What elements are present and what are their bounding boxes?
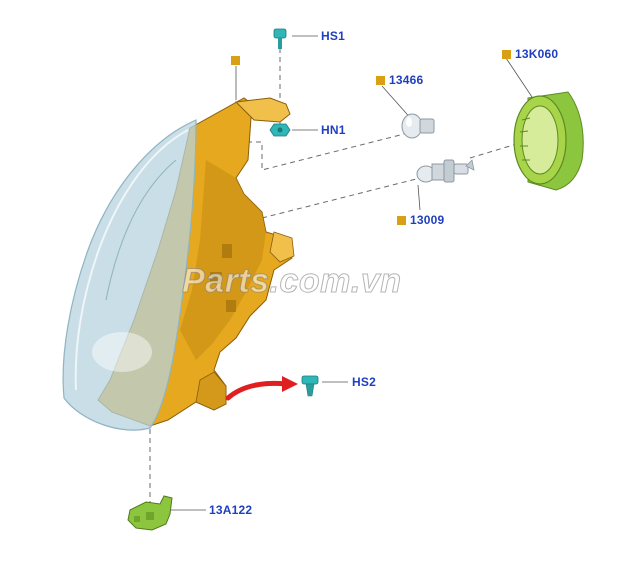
callout-marker — [376, 75, 385, 85]
housing-top-tab — [234, 97, 291, 123]
13k060-ring-graphic — [513, 91, 584, 191]
13009-bulb-graphic — [416, 159, 475, 183]
13466-label-text: 13466 — [389, 73, 424, 87]
13a122-label[interactable]: 13A122 — [209, 503, 252, 517]
callout-marker — [502, 49, 511, 59]
housing-rib — [226, 300, 236, 312]
hn1-nut-graphic — [269, 123, 291, 137]
callout-marker — [231, 56, 240, 65]
hn1-label-text: HN1 — [321, 123, 346, 137]
housing-bottom-tab — [195, 371, 227, 411]
hs1-label-text: HS1 — [321, 29, 345, 43]
red-indicator-arrow — [225, 376, 298, 401]
13466-bulb-graphic — [401, 113, 435, 139]
13466-assembly-line — [238, 131, 413, 171]
hn1-label[interactable]: HN1 — [321, 123, 346, 137]
13466-label[interactable]: 13466 — [376, 73, 423, 87]
13k060-label-text: 13K060 — [515, 47, 559, 61]
hs2-label-text: HS2 — [352, 375, 376, 389]
13k060-label[interactable]: 13K060 — [502, 47, 558, 61]
housing-side-boss — [269, 231, 295, 263]
13a122-adjuster-graphic — [127, 495, 173, 531]
13k060-assembly-line — [469, 142, 521, 159]
hs2-label[interactable]: HS2 — [352, 375, 376, 389]
13009-label[interactable]: 13009 — [397, 213, 444, 227]
lens-contour — [105, 159, 177, 301]
lens-highlight — [74, 129, 189, 391]
hs1-label[interactable]: HS1 — [321, 29, 345, 43]
housing-rear-shading — [180, 160, 266, 360]
headlamp-assembly — [62, 97, 295, 431]
13a122-label-text: 13A122 — [209, 503, 253, 517]
housing-rib — [210, 272, 222, 284]
hs2-fastener-graphic — [301, 375, 319, 397]
callout-marker — [397, 215, 406, 225]
lens-reflection — [92, 332, 152, 372]
13009-assembly-line — [261, 175, 429, 219]
headlamp-lens — [62, 119, 197, 431]
13009-label-text: 13009 — [410, 213, 445, 227]
housing-callout[interactable] — [231, 56, 240, 65]
housing-rib — [222, 244, 232, 258]
hs1-screw-graphic — [273, 28, 287, 49]
